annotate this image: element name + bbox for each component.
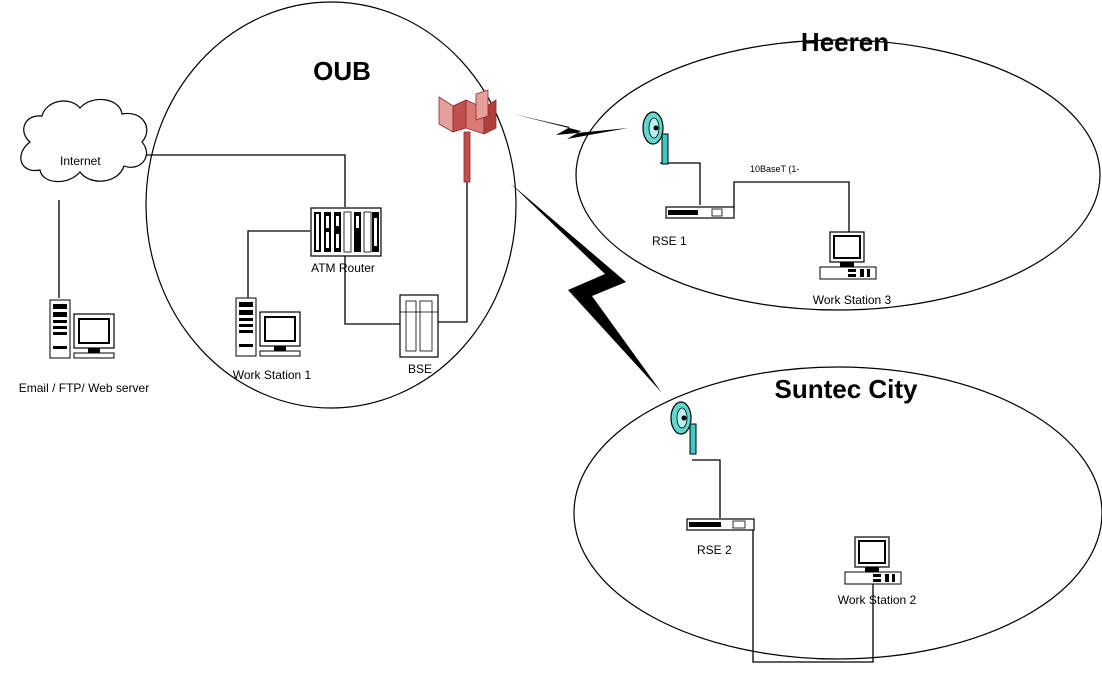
work-station-1-label: Work Station 1 bbox=[233, 368, 312, 382]
rse-1-label: RSE 1 bbox=[652, 234, 687, 248]
server-label: Email / FTP/ Web server bbox=[19, 381, 149, 395]
bse-cabinet-icon bbox=[399, 294, 439, 358]
site-title-suntec: Suntec City bbox=[774, 374, 918, 404]
site-title-heeren: Heeren bbox=[801, 27, 889, 57]
server-computer-icon bbox=[49, 299, 115, 359]
rse-2-icon bbox=[686, 518, 755, 531]
router-to-ws1-link bbox=[247, 230, 310, 298]
bse-label: BSE bbox=[408, 362, 432, 376]
internet-cloud-icon bbox=[20, 98, 148, 183]
internet-label: Internet bbox=[60, 154, 101, 168]
rse-2-label: RSE 2 bbox=[697, 543, 732, 557]
link-label: 10BaseT (1- bbox=[750, 164, 799, 174]
antenna-icon bbox=[438, 89, 497, 183]
wireless-link-suntec bbox=[510, 183, 662, 393]
rse-1-icon bbox=[665, 206, 735, 219]
oub-site-boundary bbox=[145, 1, 517, 409]
internet-to-router-link bbox=[145, 154, 346, 207]
dish2-to-rse2-link bbox=[692, 459, 721, 518]
rse2-to-ws2-link bbox=[752, 527, 874, 663]
site-title-oub: OUB bbox=[313, 56, 371, 86]
rse1-to-ws3-link bbox=[733, 181, 850, 232]
bse-to-antenna-link bbox=[438, 180, 468, 323]
work-station-2-label: Work Station 2 bbox=[838, 593, 917, 607]
work-station-3-label: Work Station 3 bbox=[813, 293, 892, 307]
router-to-bse-link bbox=[344, 255, 400, 325]
wireless-link-heeren bbox=[513, 114, 628, 139]
work-station-3-icon bbox=[819, 231, 877, 280]
satellite-dish-1-icon bbox=[642, 111, 669, 165]
work-station-2-icon bbox=[844, 536, 902, 585]
suntec-site-boundary bbox=[573, 366, 1102, 660]
heeren-site-boundary bbox=[575, 39, 1101, 311]
atm-router-icon bbox=[310, 207, 382, 257]
dish1-to-rse1-link bbox=[660, 162, 701, 205]
satellite-dish-2-icon bbox=[670, 401, 697, 455]
work-station-1-icon bbox=[235, 297, 301, 357]
atm-router-label: ATM Router bbox=[311, 261, 375, 275]
